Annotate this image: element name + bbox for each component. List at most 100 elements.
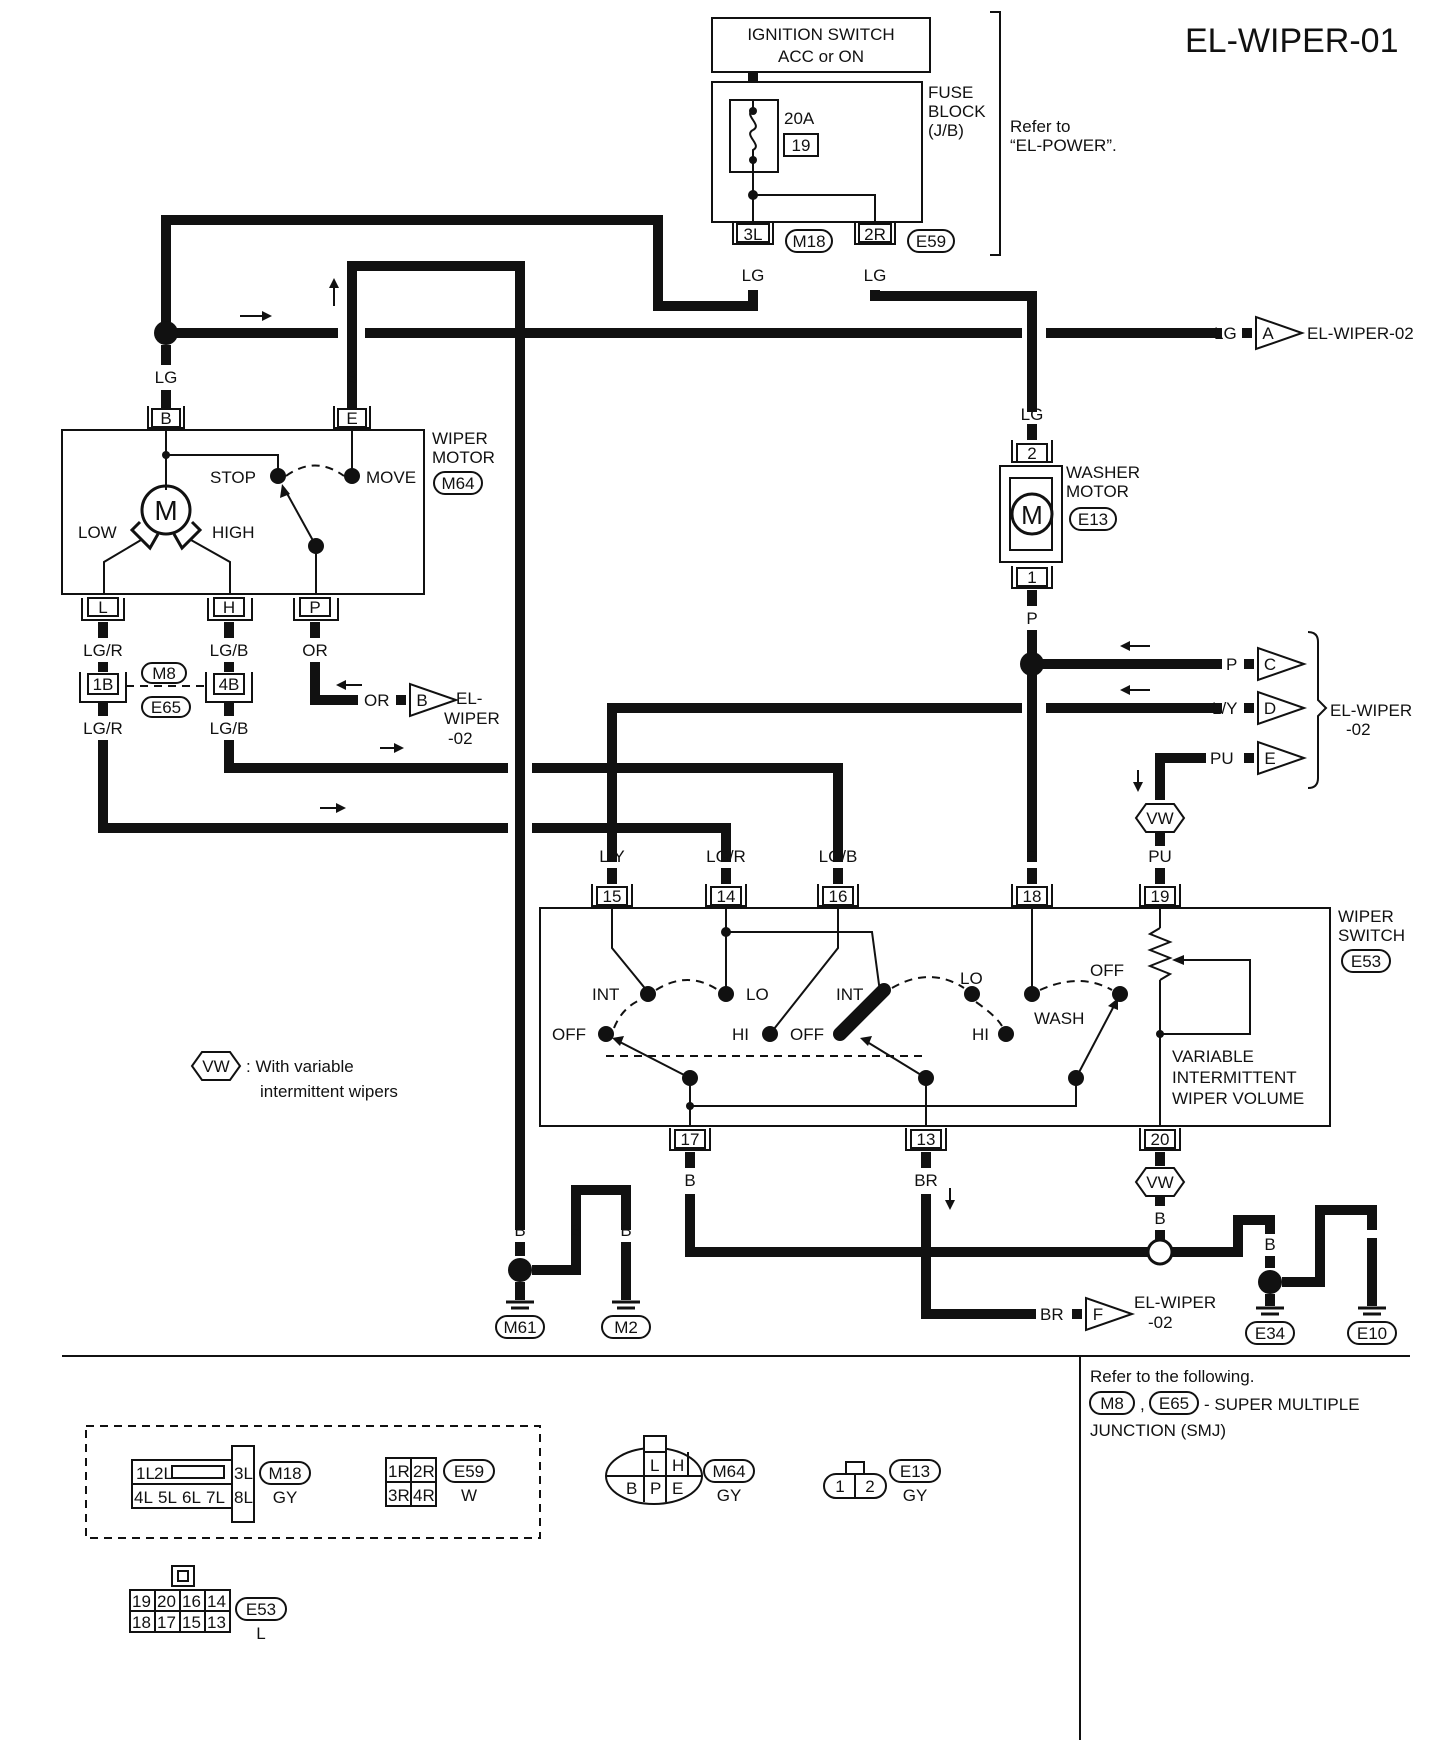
svg-text:18: 18 [1023,887,1042,906]
svg-text:B: B [626,1479,637,1498]
svg-text:E65: E65 [1159,1394,1189,1413]
flow-arrows [240,278,1150,1210]
motor-move: MOVE [366,468,416,487]
wire-lgb-2 [532,763,843,862]
refer-power-1: Refer to [1010,117,1070,136]
fuse-number: 19 [792,136,811,155]
page-title: EL-WIPER-01 [1185,22,1399,60]
badge-e13: E13 [1069,507,1117,531]
ground-wire-b5: B [1314,1235,1325,1254]
ground-wire-b1: B [514,1221,525,1240]
svg-text:M64: M64 [712,1462,745,1481]
wire-lgr [98,740,508,833]
ground-wire-b2: B [570,1221,581,1240]
svg-text:16: 16 [182,1592,201,1611]
svg-text:EL-WIPER: EL-WIPER [1134,1293,1216,1312]
cde-bracket [1307,631,1328,789]
svg-text:H: H [672,1456,684,1475]
junction-hollow [1146,1238,1174,1266]
fuse-block-label-2: BLOCK [928,102,986,121]
svg-text:L/Y: L/Y [1212,699,1238,718]
svg-text:3L: 3L [744,225,763,244]
switch-pin-16: 16 [817,884,859,907]
svg-text:M18: M18 [268,1464,301,1483]
motor-pin-h: H [223,598,235,617]
svg-text:14: 14 [717,887,736,906]
wire-15-color: L/Y [599,847,625,866]
fuse-block-label-3: (J/B) [928,121,964,140]
ignition-label-1: IGNITION SWITCH [747,25,894,44]
svg-text:,: , [1140,1395,1145,1414]
wire-2r-color: LG [864,266,887,285]
svg-text:E: E [1264,749,1275,768]
svg-text:18: 18 [132,1613,151,1632]
svg-text:GY: GY [717,1486,742,1505]
ground-symbol-m2: M2 [601,1300,651,1339]
svg-text:E53: E53 [246,1600,276,1619]
switch-hi-1: HI [732,1025,749,1044]
washer-label-1: WASHER [1066,463,1140,482]
svg-text:19: 19 [1151,887,1170,906]
switch-int-off-bar [833,983,891,1041]
variable-label-2: INTERMITTENT [1172,1068,1297,1087]
wire-16-color: LG/B [819,847,858,866]
variable-label-1: VARIABLE [1172,1047,1254,1066]
connector-face-m18: 1L 2L 3L 4L 5L 6L 7L 8L M18 GY [131,1445,311,1523]
svg-text:1L: 1L [136,1464,155,1483]
svg-text:M8: M8 [1100,1394,1124,1413]
vw-tag-bottom: VW [1134,1167,1186,1197]
wire-motor-e-color: B [346,368,357,387]
wire-b-m2 [532,1185,631,1275]
connector-face-e13: 1 2 E13 GY [823,1459,941,1505]
wire-b-17 [685,1194,1148,1257]
motor-pin-p: P [309,598,320,617]
svg-text:GY: GY [273,1488,298,1507]
svg-text:16: 16 [829,887,848,906]
switch-off-2: OFF [790,1025,824,1044]
wire-pu [1155,753,1206,800]
svg-text:E59: E59 [916,232,946,251]
svg-text:JUNCTION (SMJ): JUNCTION (SMJ) [1090,1421,1226,1440]
variable-label-3: WIPER VOLUME [1172,1089,1304,1108]
wire-ly [607,703,1022,862]
motor-pin-l: L [98,598,107,617]
svg-text:P: P [650,1479,661,1498]
offpage-c: P C [1226,646,1308,682]
wiper-motor-label-2: MOTOR [432,448,495,467]
svg-text:EL-: EL- [456,689,482,708]
svg-text:2L: 2L [154,1464,173,1483]
offpage-a: LG A EL-WIPER-02 [1214,315,1414,351]
svg-text:W: W [461,1486,477,1505]
fuse-block: 20A 19 FUSE BLOCK (J/B) [711,81,986,223]
svg-text:L: L [650,1456,659,1475]
svg-text:3R: 3R [388,1486,410,1505]
washer-symbol: M [1021,500,1043,530]
fuse-rating: 20A [784,109,815,128]
motor-symbol: M [154,495,177,526]
svg-text:Refer to the following.: Refer to the following. [1090,1367,1254,1386]
junction-m61 [508,1258,532,1282]
wiper-motor-label-1: WIPER [432,429,488,448]
wire-4b-color: LG/B [210,719,249,738]
wire-b-e10 [1282,1205,1377,1287]
cde-ref-2: -02 [1346,720,1371,739]
fuse-block-label-1: FUSE [928,83,973,102]
svg-text:WIPER: WIPER [444,709,500,728]
svg-text:4R: 4R [413,1486,435,1505]
wire-19-color: PU [1148,847,1172,866]
switch-off-1: OFF [552,1025,586,1044]
wiper-switch: 15 14 16 18 19 [539,884,1331,1151]
switch-pin-18: 18 [1011,884,1053,907]
svg-text:M64: M64 [441,474,474,493]
ground-wire-b3: B [620,1221,631,1240]
offpage-e: PU E [1210,740,1308,776]
wire-lg-feed [161,215,758,335]
svg-text:17: 17 [681,1130,700,1149]
switch-pin-13: 13 [905,1128,947,1151]
offpage-d: L/Y D [1212,690,1308,726]
svg-text:2: 2 [865,1477,874,1496]
motor-pin-b: B [160,409,171,428]
svg-text:E13: E13 [1078,510,1108,529]
svg-text:C: C [1264,655,1276,674]
